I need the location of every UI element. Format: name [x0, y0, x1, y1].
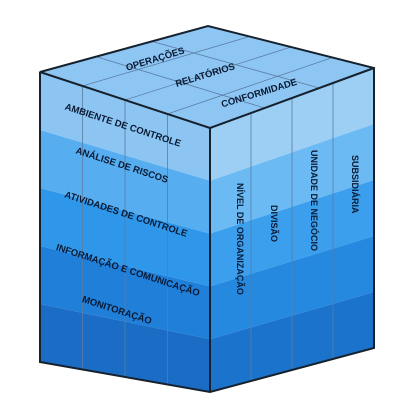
top-grid-line [124, 46, 292, 101]
cube-edge-side-top [209, 67, 375, 129]
top-grid-line [82, 36, 250, 87]
cube-outline [39, 24, 375, 394]
side-label-divisao: DIVISÃO [269, 205, 279, 242]
side-label-nivel-de-organizacao: NÍVEL DE ORGANIZAÇÃO [235, 183, 245, 295]
top-grid-line [167, 57, 333, 115]
cube-edge-front-top [39, 71, 211, 129]
side-label-unidade-de-negocio: UNIDADE DE NEGÓCIO [309, 150, 320, 251]
side-label-subsidiaria: SUBSIDIÁRIA [350, 155, 360, 214]
cube-grid-lines [82, 36, 334, 385]
